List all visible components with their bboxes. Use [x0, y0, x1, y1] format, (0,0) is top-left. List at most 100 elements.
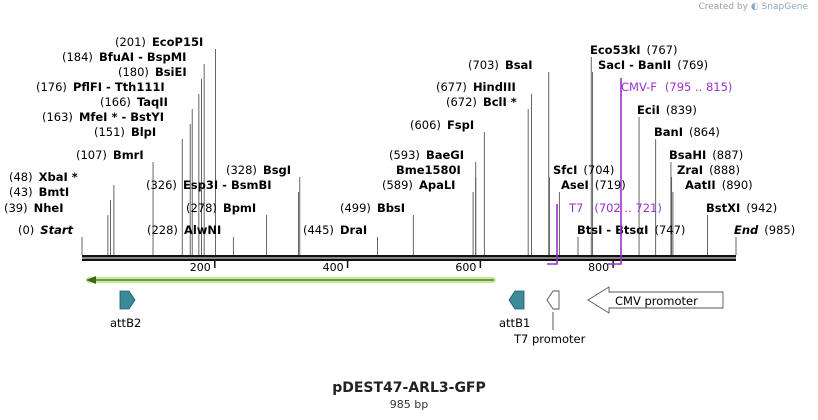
ruler-tick-600: 600 [455, 261, 482, 274]
svg-text:(703)BsaI: (703)BsaI [468, 58, 533, 72]
primer-cmv-f[interactable]: CMV-F(795 .. 815) [608, 78, 732, 265]
site-label-esp3i-bsmbi[interactable]: (326)Esp3I - BsmBI [146, 178, 272, 192]
svg-text:(593)BaeGI: (593)BaeGI [389, 148, 464, 162]
site-label-bpmi[interactable]: (278)BpmI [186, 201, 256, 215]
site-label-ecii[interactable]: EciI(839) [637, 103, 697, 117]
svg-text:(107)BmrI: (107)BmrI [76, 148, 144, 162]
svg-text:BstXI(942): BstXI(942) [706, 201, 777, 215]
site-label-drai[interactable]: (445)DraI [303, 223, 367, 237]
end-label: End(985) [734, 223, 795, 237]
site-label-bsahi[interactable]: BsaHI(887) [669, 148, 743, 162]
svg-text:End(985): End(985) [734, 223, 795, 237]
orf-feature[interactable] [86, 276, 496, 284]
ruler: 200 400 600 800 [190, 261, 614, 274]
credit-brand: SnapGene [761, 2, 808, 12]
svg-text:400: 400 [323, 261, 344, 274]
svg-text:AseI(719): AseI(719) [561, 178, 626, 192]
site-label-nhei[interactable]: (39)NheI [4, 201, 64, 215]
site-label-bmri[interactable]: (107)BmrI [76, 148, 144, 162]
site-label-apali[interactable]: (589)ApaLI [382, 178, 455, 192]
svg-text:(151)BlpI: (151)BlpI [94, 125, 156, 139]
site-label-xbai[interactable]: (48)XbaI * [9, 170, 78, 184]
feature-attb2[interactable]: attB2 [110, 290, 141, 330]
site-label-pflfi-tth111i[interactable]: (176)PflFI - Tth111I [36, 80, 165, 94]
ruler-tick-200: 200 [190, 261, 216, 274]
svg-text:SfcI(704): SfcI(704) [553, 163, 614, 177]
svg-text:T7 promoter: T7 promoter [513, 332, 586, 346]
site-label-bme1580i[interactable]: Bme1580I [396, 163, 461, 177]
site-label-mfei-bstyi[interactable]: (163)MfeI * - BstYI [42, 110, 164, 124]
svg-text:(328)BsgI: (328)BsgI [226, 163, 291, 177]
svg-text:BsaHI(887): BsaHI(887) [669, 148, 743, 162]
site-label-bcli[interactable]: (672)BclI * [446, 95, 517, 109]
primer-cmv-f-arrow [608, 78, 622, 265]
site-label-bsai[interactable]: (703)BsaI [468, 58, 533, 72]
site-label-sfci[interactable]: SfcI(704) [553, 163, 614, 177]
svg-text:CMV promoter: CMV promoter [615, 294, 698, 308]
svg-text:(201)EcoP15I: (201)EcoP15I [115, 35, 203, 49]
svg-text:(589)ApaLI: (589)ApaLI [382, 178, 455, 192]
svg-text:Eco53kI(767): Eco53kI(767) [590, 43, 677, 57]
svg-text:(184)BfuAI - BspMI: (184)BfuAI - BspMI [62, 50, 186, 64]
site-label-bstxi[interactable]: BstXI(942) [706, 201, 777, 215]
site-label-btsi-btsai[interactable]: BtsI - BtsαI(747) [577, 223, 685, 237]
svg-text:(326)Esp3I - BsmBI: (326)Esp3I - BsmBI [146, 178, 272, 192]
site-label-bfuai-bspmi[interactable]: (184)BfuAI - BspMI [62, 50, 186, 64]
plasmid-size: 985 bp [389, 398, 429, 411]
svg-text:attB2: attB2 [110, 316, 141, 330]
site-label-taqii[interactable]: (166)TaqII [100, 95, 168, 109]
site-label-saci-banii[interactable]: SacI - BanII(769) [598, 58, 708, 72]
feature-cmv-promoter[interactable]: CMV promoter [587, 286, 724, 314]
site-label-alwni[interactable]: (228)AlwNI [147, 223, 221, 237]
svg-text:ZraI(888): ZraI(888) [677, 163, 740, 177]
site-label-baegi[interactable]: (593)BaeGI [389, 148, 464, 162]
site-label-zrai[interactable]: ZraI(888) [677, 163, 740, 177]
start-label: (0)Start [18, 223, 74, 237]
svg-text:(606)FspI: (606)FspI [410, 118, 474, 132]
svg-text:(166)TaqII: (166)TaqII [100, 95, 168, 109]
svg-text:(672)BclI *: (672)BclI * [446, 95, 517, 109]
svg-text:(228)AlwNI: (228)AlwNI [147, 223, 221, 237]
primer-t7-arrow [547, 204, 558, 265]
feature-attb1[interactable]: attB1 [499, 290, 530, 330]
credit-prefix: Created by [698, 2, 748, 12]
site-label-bani[interactable]: BanI(864) [654, 125, 720, 139]
svg-text:(176)PflFI - Tth111I: (176)PflFI - Tth111I [36, 80, 165, 94]
site-label-hindiii[interactable]: (677)HindIII [436, 80, 516, 94]
orf-reverse-arrow-icon [86, 276, 96, 284]
svg-text:CMV-F(795 .. 815): CMV-F(795 .. 815) [621, 80, 732, 94]
site-label-fspi[interactable]: (606)FspI [410, 118, 474, 132]
svg-text:attB1: attB1 [499, 316, 530, 330]
svg-text:800: 800 [588, 261, 609, 274]
svg-text:BanI(864): BanI(864) [654, 125, 720, 139]
sequence-backbone [82, 255, 736, 261]
t7-promoter-arrow-icon [546, 290, 560, 310]
site-label-eco53ki[interactable]: Eco53kI(767) [590, 43, 677, 57]
svg-text:(48)XbaI *: (48)XbaI * [9, 170, 78, 184]
site-label-aatii[interactable]: AatII(890) [685, 178, 753, 192]
backbone-bottom-strand [82, 258, 736, 261]
site-label-bsiei[interactable]: (180)BsiEI [118, 65, 187, 79]
svg-text:(677)HindIII: (677)HindIII [436, 80, 516, 94]
cmv-promoter-arrow-icon [587, 286, 724, 314]
site-label-bmti[interactable]: (43)BmtI [9, 185, 69, 199]
ruler-tick-800: 800 [588, 261, 614, 274]
snapgene-credit: Created by ◐ SnapGene [698, 2, 808, 12]
svg-text:BtsI - BtsαI(747): BtsI - BtsαI(747) [577, 223, 685, 237]
site-label-ecop15i[interactable]: (201)EcoP15I [115, 35, 203, 49]
site-connector-lines [81, 49, 737, 255]
svg-text:(180)BsiEI: (180)BsiEI [118, 65, 187, 79]
snapgene-logo-icon: ◐ [750, 2, 759, 12]
site-label-blpi[interactable]: (151)BlpI [94, 125, 156, 139]
backbone-top-strand [82, 255, 736, 258]
site-label-bbsi[interactable]: (499)BbsI [340, 201, 405, 215]
svg-text:(39)NheI: (39)NheI [4, 201, 64, 215]
site-label-asei[interactable]: AseI(719) [561, 178, 626, 192]
primer-t7[interactable]: T7(702 .. 721) [547, 201, 662, 265]
svg-text:T7(702 .. 721): T7(702 .. 721) [568, 201, 662, 215]
site-label-bsgi[interactable]: (328)BsgI [226, 163, 291, 177]
feature-t7-promoter[interactable]: T7 promoter [513, 290, 586, 346]
svg-text:600: 600 [455, 261, 476, 274]
attb2-arrow-icon [119, 290, 136, 310]
